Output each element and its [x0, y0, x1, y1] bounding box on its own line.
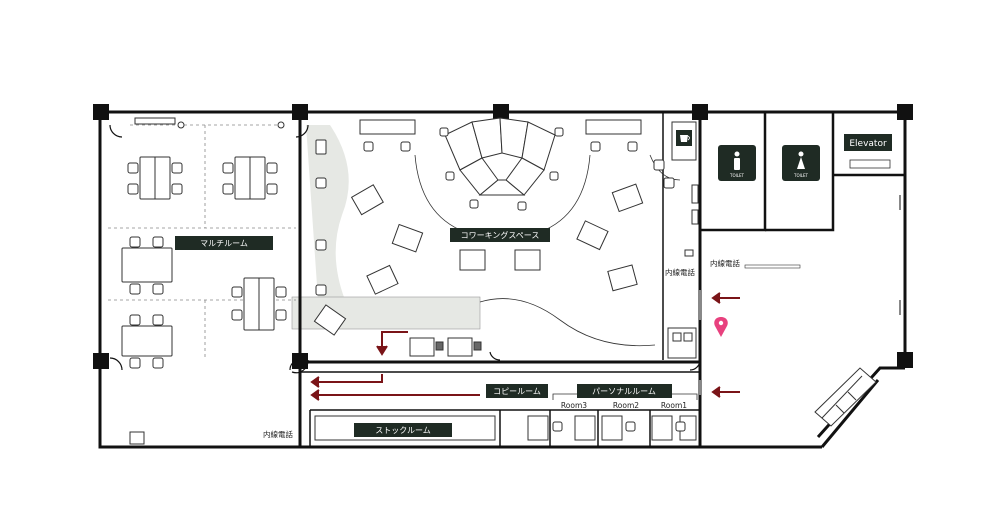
location-pin-icon[interactable]	[714, 317, 728, 337]
label-room2: Room2	[613, 401, 639, 410]
label-copy-room-text: コピールーム	[493, 387, 541, 396]
coworking-furniture	[313, 117, 699, 359]
label-coworking-text: コワーキングスペース	[461, 230, 540, 240]
label-multi-room-text: マルチルーム	[200, 239, 248, 248]
pillars	[93, 104, 913, 369]
toilet-left-text: TOILET	[729, 173, 745, 178]
label-elevator: Elevator	[844, 134, 892, 151]
multi-room-furniture	[121, 117, 287, 445]
interior-walls	[298, 112, 905, 447]
label-personal-room: パーソナルルーム	[577, 384, 672, 398]
label-copy-room: コピールーム	[486, 384, 548, 398]
hall-door-marks	[699, 195, 901, 395]
toilet-right: TOILET	[782, 145, 820, 181]
label-coworking: コワーキングスペース	[450, 228, 550, 242]
gray-zone-left	[306, 125, 349, 300]
label-room1: Room1	[661, 401, 687, 410]
hall-bench	[744, 264, 801, 269]
phone-label-left: 内線電話	[263, 429, 293, 439]
arrow-corridor-down	[381, 331, 408, 352]
lobby-sofa	[814, 367, 877, 427]
label-elevator-text: Elevator	[849, 139, 887, 149]
toilet-right-text: TOILET	[793, 173, 809, 178]
label-personal-room-text: パーソナルルーム	[592, 387, 656, 396]
door-swings	[109, 124, 701, 374]
toilet-left: TOILET	[718, 145, 756, 181]
phone-label-center: 内線電話	[665, 267, 695, 277]
female-toilet-icon	[797, 151, 805, 169]
phone-label-hall: 内線電話	[710, 258, 740, 268]
elevator-shaft	[849, 159, 891, 169]
arrow-corridor-left-1	[313, 374, 383, 383]
label-room3: Room3	[561, 401, 587, 410]
male-toilet-icon	[734, 151, 740, 170]
label-multi-room: マルチルーム	[175, 236, 273, 250]
route-arrows	[310, 292, 740, 401]
label-stock-room-text: ストックルーム	[375, 426, 431, 435]
coffee-icon	[676, 130, 692, 146]
label-stock-room: ストックルーム	[354, 423, 452, 437]
